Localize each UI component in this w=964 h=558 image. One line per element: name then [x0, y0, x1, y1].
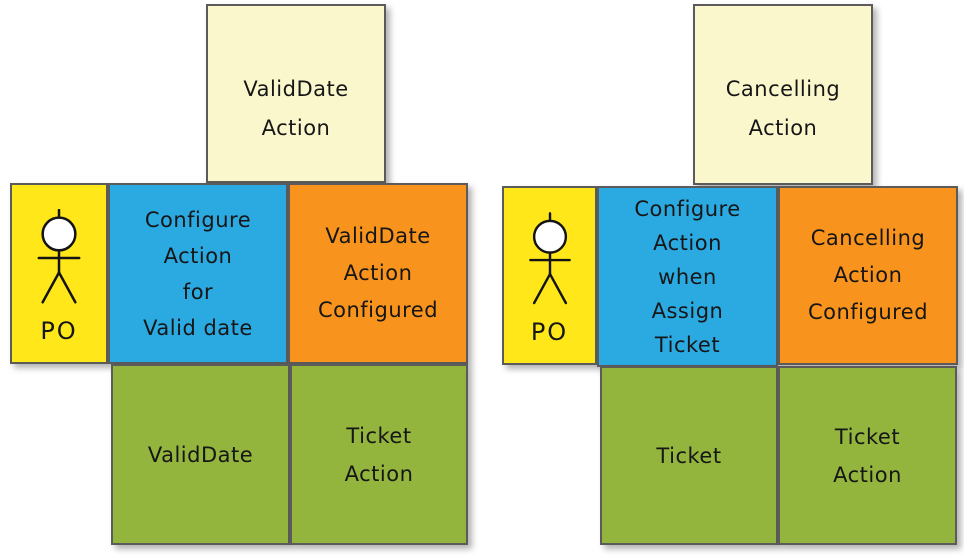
- sticky-note-configure-action-assign-ticket: Configure Action when Assign Ticket: [597, 186, 778, 367]
- actor-label: PO: [530, 317, 569, 346]
- sticky-note-text: ValidDate: [147, 442, 254, 467]
- actor-note-po: PO: [10, 183, 108, 364]
- sticky-note-text: ValidDate Action: [243, 77, 349, 140]
- sticky-note-text: Ticket Action: [833, 424, 902, 487]
- sticky-note-text: ValidDate Action Configured: [317, 224, 439, 322]
- sticky-note-cancelling-action-configured: Cancelling Action Configured: [778, 186, 958, 365]
- sticky-note-validdate: ValidDate: [111, 364, 290, 545]
- stick-figure-icon: [37, 208, 81, 304]
- sticky-note-text: Cancelling Action Configured: [807, 226, 929, 324]
- stick-figure-icon: [528, 211, 571, 304]
- sticky-note-text: Cancelling Action: [725, 77, 841, 140]
- sticky-note-validdate-action: ValidDate Action: [206, 4, 386, 183]
- sticky-note-ticket-action-left: Ticket Action: [290, 364, 468, 545]
- actor-note-po: PO: [502, 186, 597, 365]
- sticky-note-text: Ticket Action: [344, 423, 414, 486]
- sticky-note-cancelling-action: Cancelling Action: [693, 4, 873, 185]
- sticky-note-ticket-action-right: Ticket Action: [778, 366, 957, 545]
- sticky-note-ticket: Ticket: [600, 366, 778, 545]
- sticky-note-text: Ticket: [656, 443, 722, 468]
- sticky-note-text: Configure Action when Assign Ticket: [634, 196, 741, 357]
- sticky-note-configure-action-valid-date: Configure Action for Valid date: [108, 183, 288, 364]
- sticky-note-validdate-action-configured: ValidDate Action Configured: [288, 183, 468, 364]
- actor-label: PO: [40, 316, 78, 345]
- sticky-note-text: Configure Action for Valid date: [143, 207, 253, 340]
